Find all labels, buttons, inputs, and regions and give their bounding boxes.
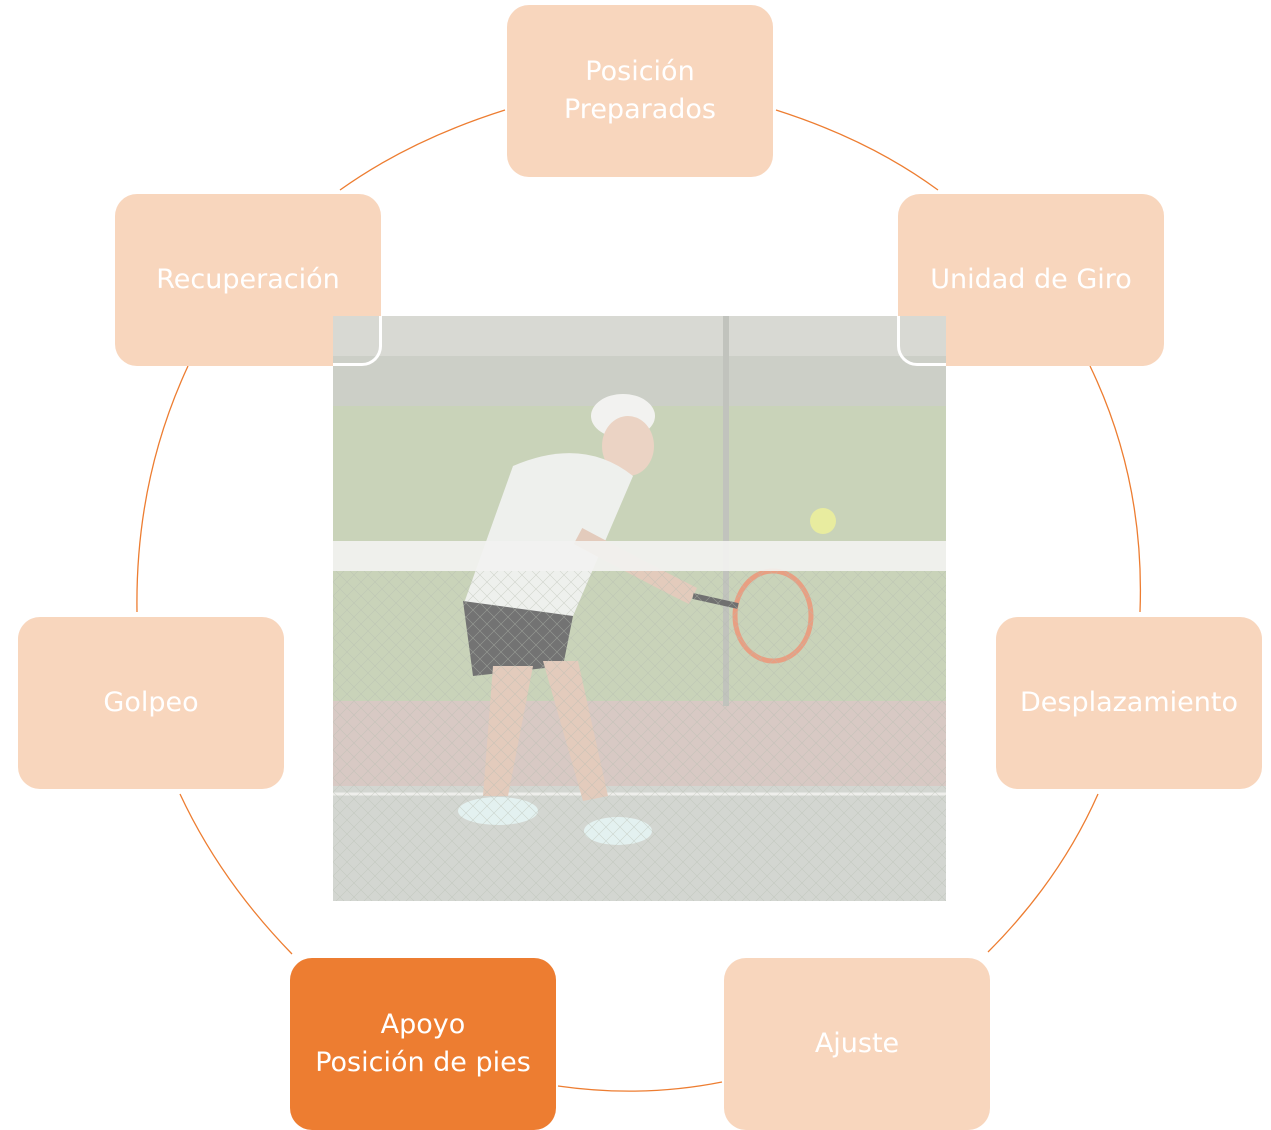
cycle-step-label: Unidad de Giro xyxy=(930,264,1132,295)
cycle-step-ajuste: Ajuste xyxy=(724,958,990,1130)
connector-arc xyxy=(339,109,506,191)
connector-arc xyxy=(775,109,939,191)
cycle-step-golpeo: Golpeo xyxy=(18,617,284,789)
tennis-player-photo xyxy=(333,316,946,901)
cycle-step-label: Golpeo xyxy=(103,687,199,718)
connector-arc xyxy=(987,793,1099,953)
cycle-step-label: Desplazamiento xyxy=(1019,687,1238,718)
photo-overlap-outline-right xyxy=(897,316,946,366)
photo-overlap-outline-left xyxy=(333,316,382,366)
connector-arc xyxy=(136,365,189,613)
cycle-step-label: Posición de pies xyxy=(315,1047,531,1078)
cycle-step-label: Ajuste xyxy=(814,1028,900,1059)
connector-arc xyxy=(1089,365,1142,613)
cycle-step-label: Posición xyxy=(585,56,695,87)
connector-arc xyxy=(179,793,293,955)
cycle-step-label: Apoyo xyxy=(380,1009,466,1040)
cycle-step-label: Recuperación xyxy=(156,264,340,295)
connector-arc xyxy=(557,1081,723,1092)
cycle-step-label: Preparados xyxy=(564,94,716,125)
cycle-step-recuperacion: Recuperación xyxy=(115,194,381,366)
cycle-step-desplazamiento: Desplazamiento xyxy=(996,617,1262,789)
